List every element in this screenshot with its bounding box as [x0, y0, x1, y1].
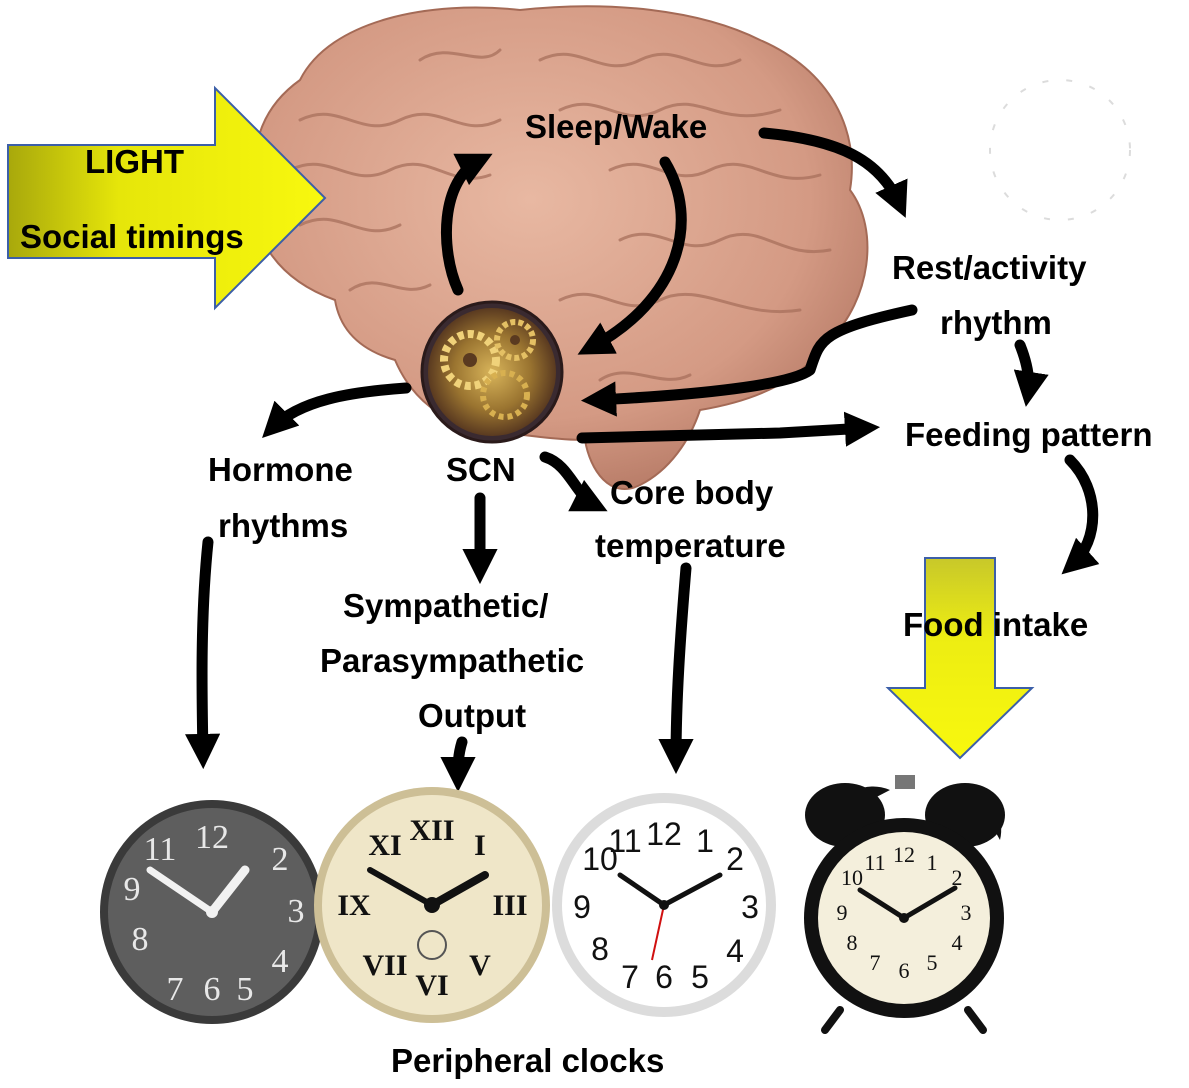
svg-text:XII: XII [409, 814, 454, 847]
svg-text:6: 6 [899, 958, 910, 983]
svg-text:7: 7 [870, 950, 881, 975]
svg-text:1: 1 [927, 850, 938, 875]
svg-text:4: 4 [272, 943, 289, 980]
svg-text:11: 11 [864, 850, 885, 875]
arrow-scn-to-core [545, 457, 595, 505]
svg-text:9: 9 [124, 871, 141, 908]
svg-text:6: 6 [655, 959, 673, 995]
autonomic-label-1: Sympathetic/ [343, 585, 548, 626]
input-social-label: Social timings [20, 216, 244, 257]
svg-text:5: 5 [691, 959, 709, 995]
core-body-label-2: temperature [595, 525, 786, 566]
input-light-label: LIGHT [85, 141, 184, 182]
core-body-label-1: Core body [610, 472, 773, 513]
svg-text:9: 9 [573, 889, 591, 925]
svg-text:6: 6 [204, 971, 221, 1008]
svg-text:11: 11 [608, 823, 641, 859]
svg-text:VII: VII [362, 949, 407, 982]
peripheral-clock-2: XII III VI IX I XI V VII [314, 787, 550, 1023]
svg-text:2: 2 [272, 841, 289, 878]
arrow-scn-to-hormone [272, 388, 406, 428]
faint-circle [990, 80, 1130, 220]
hormone-label-1: Hormone [208, 449, 353, 490]
svg-text:5: 5 [927, 950, 938, 975]
svg-text:2: 2 [726, 841, 744, 877]
rest-activity-label-1: Rest/activity [892, 247, 1086, 288]
svg-text:11: 11 [144, 831, 177, 868]
sleep-wake-label: Sleep/Wake [525, 106, 707, 147]
svg-text:8: 8 [132, 921, 149, 958]
svg-text:I: I [474, 829, 486, 862]
svg-text:XI: XI [368, 829, 401, 862]
arrow-feeding-to-food [1070, 460, 1093, 565]
scn-gear-icon [422, 302, 562, 442]
svg-text:8: 8 [847, 930, 858, 955]
svg-text:4: 4 [726, 933, 744, 969]
svg-text:10: 10 [841, 865, 863, 890]
food-intake-label: Food intake [903, 604, 1088, 645]
svg-text:5: 5 [237, 971, 254, 1008]
svg-text:9: 9 [837, 900, 848, 925]
feeding-pattern-label: Feeding pattern [905, 414, 1153, 455]
scn-label: SCN [446, 449, 516, 490]
autonomic-label-3: Output [418, 695, 526, 736]
svg-text:4: 4 [952, 930, 963, 955]
arrow-rest-to-feeding [1020, 345, 1029, 393]
svg-text:12: 12 [646, 816, 682, 852]
svg-text:V: V [469, 949, 491, 982]
autonomic-label-2: Parasympathetic [320, 640, 584, 681]
rest-activity-label-2: rhythm [940, 302, 1052, 343]
hormone-label-2: rhythms [218, 505, 348, 546]
brain-image [254, 6, 867, 489]
svg-text:3: 3 [741, 889, 759, 925]
svg-text:7: 7 [621, 959, 639, 995]
food-intake-arrow [888, 558, 1032, 758]
arrow-autonomic-to-clock2 [458, 742, 462, 778]
svg-text:III: III [492, 889, 527, 922]
svg-text:VI: VI [415, 969, 448, 1002]
svg-text:3: 3 [961, 900, 972, 925]
arrow-hormone-to-clock1 [202, 542, 208, 755]
svg-text:8: 8 [591, 931, 609, 967]
svg-text:3: 3 [288, 893, 305, 930]
svg-text:1: 1 [696, 823, 714, 859]
svg-text:7: 7 [167, 971, 184, 1008]
svg-text:12: 12 [893, 842, 915, 867]
svg-text:IX: IX [337, 889, 371, 922]
svg-text:12: 12 [195, 819, 229, 856]
peripheral-clocks-title: Peripheral clocks [391, 1040, 664, 1081]
peripheral-clock-1: 12 2 3 4 6 8 911 5 7 [100, 800, 324, 1024]
arrow-core-to-clock3 [676, 568, 686, 760]
